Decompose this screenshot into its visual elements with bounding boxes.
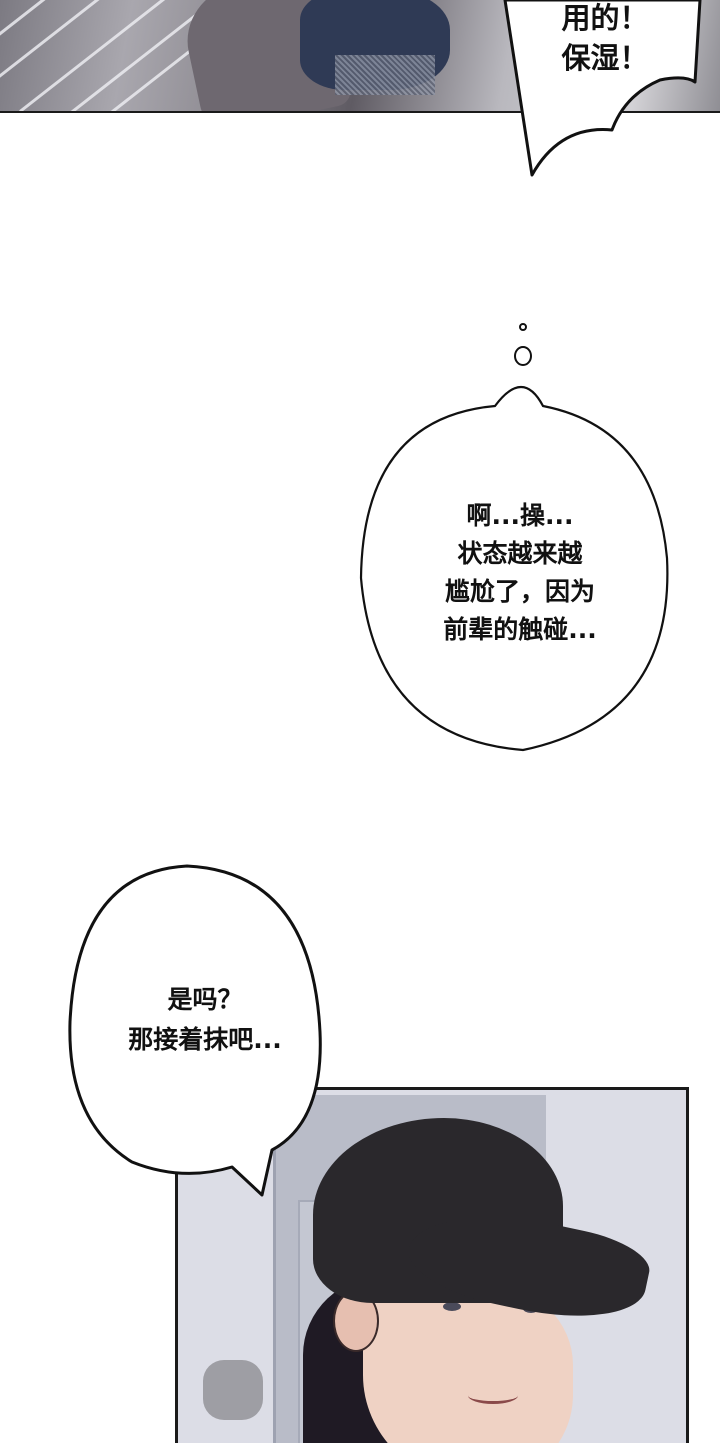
- left-eye: [443, 1302, 461, 1311]
- dialogue-line: 啊...操...: [466, 501, 574, 530]
- dialogue-line: 尴尬了，因为: [444, 577, 595, 606]
- dialogue-line: 是吗？: [167, 985, 243, 1014]
- watermark-icon: [203, 1360, 263, 1420]
- shout-bubble: [503, 0, 702, 177]
- dialogue-line: 那接着抹吧...: [128, 1025, 282, 1054]
- bottom-comic-panel: [175, 1087, 689, 1443]
- smile: [468, 1387, 518, 1404]
- knit-cuff: [335, 55, 435, 95]
- thought-bubble: [359, 323, 669, 752]
- dialogue-line: 用的！: [561, 1, 649, 35]
- dialogue-line: 状态越来越: [457, 539, 583, 568]
- dialogue-line: 保湿！: [561, 41, 649, 75]
- shout-bubble-text: 用的！ 保湿！: [540, 0, 670, 78]
- speech-bubble: [68, 864, 322, 1197]
- speed-line: [0, 0, 86, 43]
- speech-bubble-text: 是吗？ 那接着抹吧...: [85, 980, 325, 1060]
- dialogue-line: 前辈的触碰...: [443, 615, 597, 644]
- thought-bubble-text: 啊...操... 状态越来越 尴尬了，因为 前辈的触碰...: [395, 497, 645, 649]
